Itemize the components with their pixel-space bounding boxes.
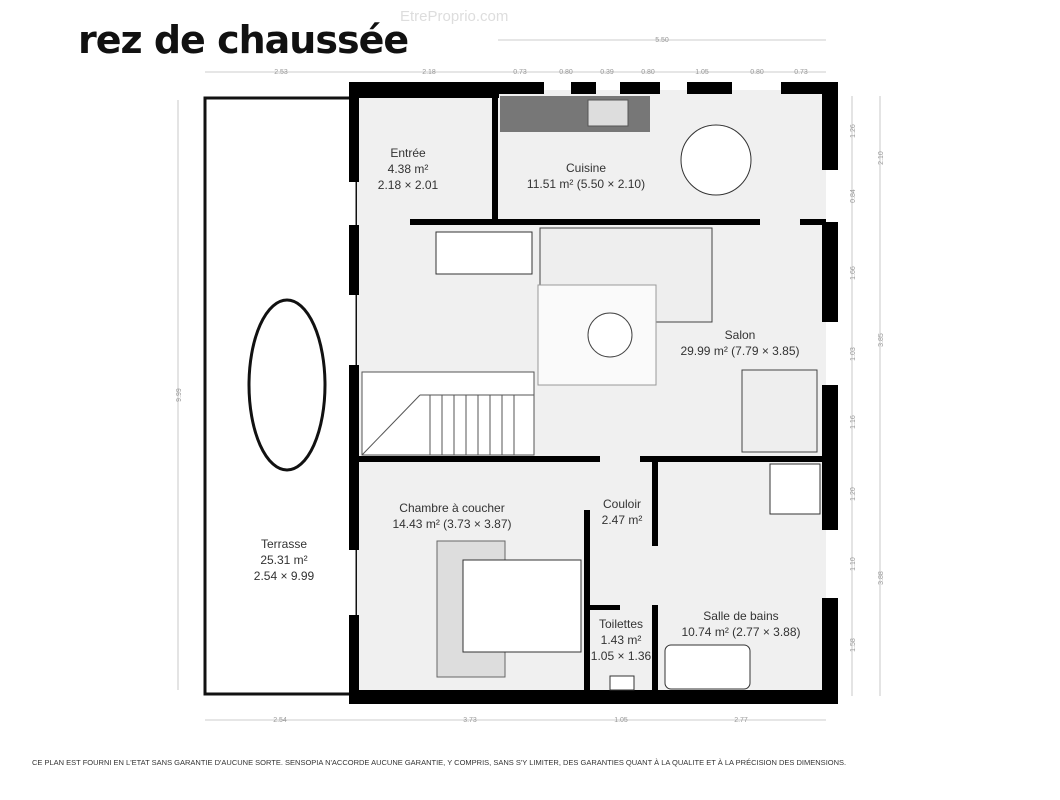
terrace-table-icon (247, 298, 327, 472)
room-sdb-area: 10.74 m² (2.77 × 3.88) (681, 625, 800, 639)
dim-right-inner: 1.26 (850, 124, 857, 138)
room-toilettes-dims: 1.05 × 1.36 (591, 649, 652, 663)
dim-right-inner: 1.03 (850, 347, 857, 361)
room-entree-name: Entrée (390, 146, 426, 160)
room-salon-area: 29.99 m² (7.79 × 3.85) (680, 344, 799, 358)
room-terrasse-area: 25.31 m² (260, 553, 307, 567)
dim-top: 1.05 (695, 69, 709, 76)
dim-left: 9.99 (176, 388, 183, 402)
dim-top: 0.39 (600, 69, 614, 76)
room-cuisine-name: Cuisine (566, 161, 606, 175)
room-salon-name: Salon (725, 328, 756, 342)
dim-top: 0.80 (641, 69, 655, 76)
desk-icon (741, 369, 818, 453)
dim-right-outer: 2.10 (878, 151, 885, 165)
watermark: EtreProprio.com (400, 8, 509, 25)
disclaimer: CE PLAN EST FOURNI EN L'ETAT SANS GARANT… (32, 758, 847, 767)
toilet-icon (609, 675, 635, 691)
room-cuisine-area: 11.51 m² (5.50 × 2.10) (527, 177, 645, 191)
dim-right-inner: 1.66 (850, 266, 857, 280)
room-chambre-area: 14.43 m² (3.73 × 3.87) (392, 517, 511, 531)
dim-top: 0.80 (559, 69, 573, 76)
dim-top: 2.18 (422, 69, 436, 76)
room-sdb-name: Salle de bains (703, 609, 778, 623)
dim-top: 2.53 (274, 69, 288, 76)
dimension-lines (177, 39, 881, 721)
dim-bottom: 1.05 (614, 717, 628, 724)
dim-bottom: 2.77 (734, 717, 748, 724)
dim-bottom: 2.54 (273, 717, 287, 724)
dim-right-inner: 1.10 (850, 557, 857, 571)
bathtub-icon (664, 644, 751, 690)
dim-top-total: 5.50 (655, 37, 669, 44)
room-entree-dims: 2.18 × 2.01 (378, 178, 439, 192)
walls (349, 82, 838, 704)
dim-right-inner: 1.58 (850, 638, 857, 652)
room-toilettes-area: 1.43 m² (601, 633, 642, 647)
dim-bottom: 3.73 (463, 717, 477, 724)
room-terrasse-dims: 2.54 × 9.99 (254, 569, 315, 583)
room-couloir-name: Couloir (603, 497, 641, 511)
dim-right-inner: 0.84 (850, 189, 857, 203)
dimension-labels: 5.50 2.53 2.18 0.73 0.80 0.39 0.80 1.05 0.80 0.73… (176, 37, 885, 724)
dim-top: 0.80 (750, 69, 764, 76)
fireplace-icon (435, 231, 533, 275)
dim-right-inner: 1.20 (850, 487, 857, 501)
stairs (361, 371, 535, 456)
room-couloir-area: 2.47 m² (602, 513, 643, 527)
sink-icon (587, 99, 629, 127)
dim-right-inner: 1.16 (850, 415, 857, 429)
dim-right-outer: 3.85 (878, 333, 885, 347)
coffee-table-icon (587, 312, 633, 358)
room-entree-area: 4.38 m² (388, 162, 429, 176)
dim-right-outer: 3.88 (878, 571, 885, 585)
dim-top: 0.73 (794, 69, 808, 76)
room-chambre-name: Chambre à coucher (399, 501, 504, 515)
bed-icon (462, 559, 582, 653)
dining-table-icon (680, 124, 752, 196)
dim-top: 0.73 (513, 69, 527, 76)
room-terrasse-name: Terrasse (261, 537, 307, 551)
room-toilettes-name: Toilettes (599, 617, 643, 631)
page-title: rez de chaussée (78, 18, 409, 62)
shower-icon (769, 463, 821, 515)
